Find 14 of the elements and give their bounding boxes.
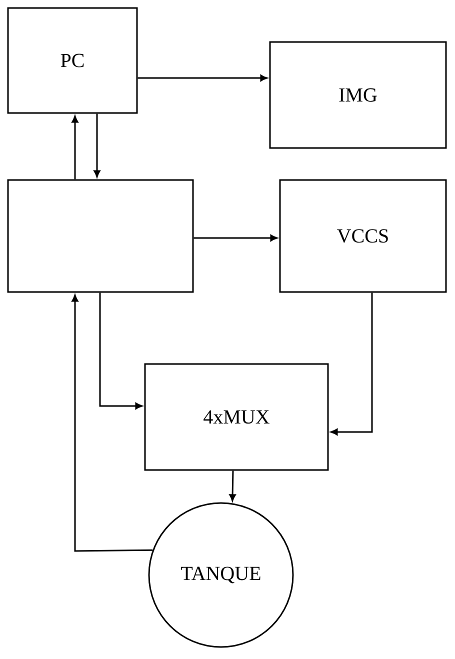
arrow xyxy=(229,470,236,502)
process-box: VCCS xyxy=(279,179,447,293)
arrow xyxy=(138,74,268,82)
process-box: 4xMUX xyxy=(144,363,329,471)
process-box: PC xyxy=(7,7,138,114)
process-box: IMG xyxy=(269,41,447,149)
arrow xyxy=(99,292,142,410)
arrow xyxy=(72,116,78,180)
process-box xyxy=(7,179,194,293)
arrow xyxy=(330,292,373,436)
arrow xyxy=(94,114,100,178)
circle-node: TANQUE xyxy=(148,502,294,648)
arrow xyxy=(72,294,153,552)
arrow xyxy=(194,234,278,242)
